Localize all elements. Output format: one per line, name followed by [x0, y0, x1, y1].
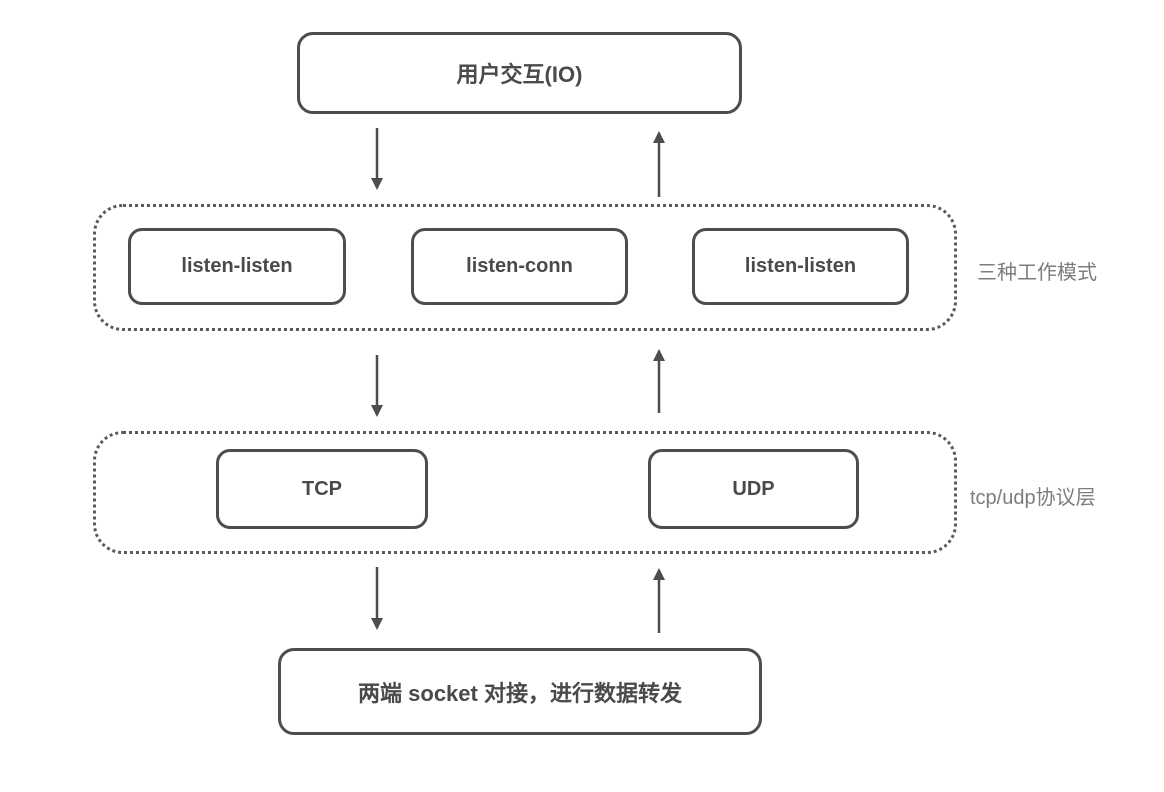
- mode-box-listen-conn: listen-conn: [411, 228, 628, 305]
- user-io-label: 用户交互(IO): [456, 62, 583, 87]
- tcp-label: TCP: [302, 477, 342, 500]
- protocols-side-label: tcp/udp协议层: [970, 487, 1096, 509]
- tcp-box: TCP: [216, 449, 428, 529]
- socket-forward-box: 两端 socket 对接，进行数据转发: [278, 648, 762, 735]
- mode-box-listen-listen-2: listen-listen: [692, 228, 909, 305]
- udp-box: UDP: [648, 449, 859, 529]
- mode-label: listen-conn: [466, 255, 573, 277]
- mode-label: listen-listen: [181, 255, 293, 277]
- mode-label: listen-listen: [744, 255, 857, 277]
- modes-side-label: 三种工作模式: [977, 262, 1097, 284]
- mode-box-listen-listen-1: listen-listen: [128, 228, 346, 305]
- udp-label: UDP: [732, 477, 775, 500]
- socket-forward-label: 两端 socket 对接，进行数据转发: [358, 680, 682, 706]
- user-io-box: 用户交互(IO): [297, 32, 742, 114]
